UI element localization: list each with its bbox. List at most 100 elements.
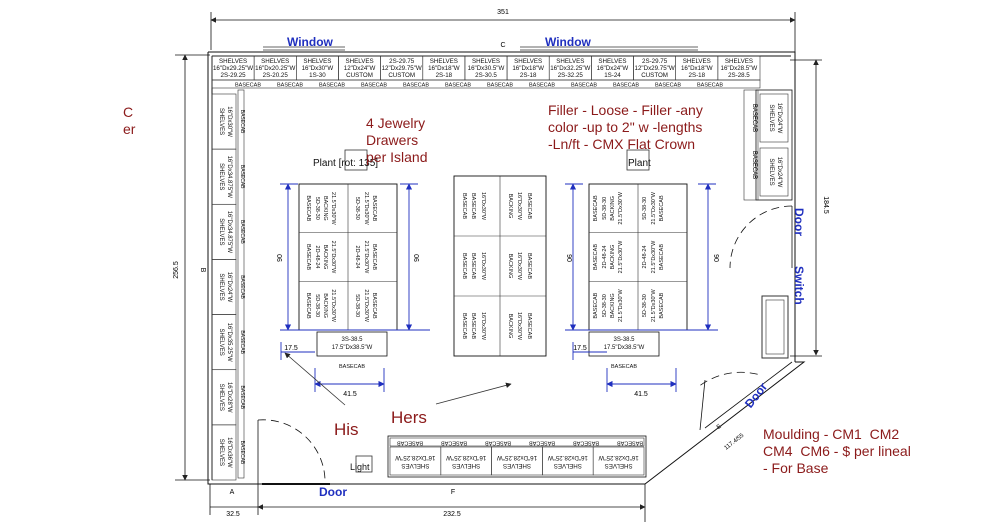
bottom-basecab-label: BASECAB [485, 440, 511, 446]
dimension-left [175, 54, 210, 481]
top-shelf-line2: 16"Dx24"W [597, 65, 629, 72]
bottom-shelf-line2: 16"Dx28.25"W [598, 454, 638, 461]
light-label: Light [350, 462, 370, 472]
left-shelf-line1: SHELVES [218, 218, 224, 245]
island-cab-code-left: 5D-38-30 [314, 294, 320, 317]
dimension-bottom-label: 232.5 [443, 511, 461, 518]
top-shelf-line3: 2S-18 [689, 72, 706, 79]
top-shelf-line1: SHELVES [345, 58, 373, 65]
island-end-shelf [588, 331, 660, 357]
island-cab-size-left: 21.5"Dx30"W [618, 191, 624, 224]
center-basecab-left: BASECAB [461, 313, 467, 339]
right-shelf-line2: 16"Dx24"W [776, 157, 782, 188]
island-cab-size-right: 21.5"Dx30"W [363, 289, 369, 322]
island-cab-code-left: 2D-48-24 [314, 246, 320, 269]
left-shelf-line2: 16"Dx35.25"W [226, 323, 232, 362]
right-basecab-label-1: BASECAB [751, 104, 757, 132]
bottom-shelf-line2: 16"Dx28.25"W [497, 454, 537, 461]
top-shelf-line1: SHELVES [472, 58, 500, 65]
island-backing-left: BACKING [322, 293, 328, 318]
moulding-note: Moulding - CM1 CM2 CM4 CM6 - $ per linea… [763, 426, 911, 476]
left-shelf-line1: SHELVES [218, 329, 224, 356]
top-basecab-label: BASECAB [361, 83, 387, 89]
wall-letter-left: B [199, 268, 206, 273]
island-cab-size-right: 21.5"Dx30"W [363, 192, 369, 225]
his-label: His [334, 420, 359, 439]
center-basecab-right: BASECAB [526, 313, 532, 339]
left-shelf-line2: 16"Dx30"W [226, 106, 232, 137]
center-basecab-left-b: BASECAB [470, 253, 476, 279]
left-shelf-line1: SHELVES [218, 384, 224, 411]
plant-left-label: Plant [rot: 135] [313, 158, 379, 169]
island-basecab-left: BASECAB [305, 244, 311, 270]
island-basecab-right: BASECAB [371, 195, 377, 221]
center-size-right: 16"Dx30"W [516, 312, 522, 341]
door-bottom-swing [257, 419, 330, 485]
bottom-shelf-frame [387, 435, 647, 478]
center-backing-right: BACKING [507, 314, 513, 339]
island-cab-code-right: 5D-38-30 [642, 294, 648, 317]
center-size-right: 16"Dx30"W [516, 252, 522, 281]
island-cab-code-left: 5D-38-30 [314, 197, 320, 220]
top-shelf-line1: SHELVES [683, 58, 711, 65]
center-basecab-left: BASECAB [461, 253, 467, 279]
hers-arrow [435, 382, 512, 405]
top-shelf-line3: CUSTOM [641, 72, 668, 79]
top-basecab-label: BASECAB [445, 83, 471, 89]
left-basecab-label: BASECAB [239, 165, 245, 189]
light-symbol [355, 455, 373, 473]
island-basecab-left: BASECAB [593, 195, 599, 221]
door-bottom-label: Door [319, 485, 347, 499]
top-basecab-label: BASECAB [487, 83, 513, 89]
island-cab-code-left: 2D-48-24 [602, 246, 608, 269]
right-shelf-unit [759, 93, 789, 143]
island-backing-left: BACKING [610, 245, 616, 270]
island-dimensions [280, 183, 718, 392]
island-cab-code-right: 2D-48-24 [354, 246, 360, 269]
island-end-code: 3S-38.5 [613, 337, 635, 343]
top-shelf-line1: SHELVES [514, 58, 542, 65]
dimension-bottom-left-label: 32.5 [226, 511, 240, 518]
plant-right-label: Plant [628, 158, 651, 169]
island-cab-size-right: 21.5"Dx30"W [363, 241, 369, 274]
island-end-shelf [316, 331, 388, 357]
bottom-shelves-row: 16"Dx28.25"WSHELVES16"Dx28.25"WSHELVES16… [387, 435, 647, 478]
center-size-right: 16"Dx30"W [516, 192, 522, 221]
door-diagonal-swing [699, 361, 793, 431]
bottom-basecab-label: BASECAB [441, 440, 467, 446]
island-end-basecab: BASECAB [611, 364, 637, 370]
top-shelf-line2: 16"Dx32.25"W [550, 65, 590, 72]
dimension-diagonal-label: 117.4/55 [724, 432, 746, 451]
left-shelf-line1: SHELVES [218, 439, 224, 466]
top-shelf-line2: 16"Dx28.5"W [721, 65, 758, 72]
door-right-label: Door [792, 208, 806, 236]
island-cab-size-left: 21.5"Dx30"W [330, 289, 336, 322]
filler-note: Filler - Loose - Filler -any color -up t… [548, 102, 703, 152]
island-cab-code-left: 5D-38-30 [602, 294, 608, 317]
window-right-label: Window [545, 35, 591, 49]
left-basecab-label: BASECAB [239, 275, 245, 299]
bottom-shelf-line1: SHELVES [452, 462, 480, 469]
top-shelf-line2: 12"Dx29.75"W [635, 65, 675, 72]
left-shelf-line1: SHELVES [218, 163, 224, 190]
top-shelf-line1: 2S-29.75 [642, 58, 668, 65]
island-cab-size-right: 21.5"Dx30"W [651, 289, 657, 322]
island-basecab-left: BASECAB [305, 195, 311, 221]
center-backing-right: BACKING [507, 194, 513, 219]
left-basecab-label: BASECAB [239, 220, 245, 244]
top-shelf-line2: 16"Dx18"W [428, 65, 460, 72]
island-basecab-right: BASECAB [371, 293, 377, 319]
right-shelf-line1: SHELVES [768, 158, 774, 185]
island-right-length-a: 90 [565, 254, 572, 262]
island-cab-code-right: 2D-48-24 [642, 246, 648, 269]
center-size-left: 16"Dx30"W [480, 312, 486, 341]
top-shelf-line2: 16"Dx18"W [681, 65, 713, 72]
top-shelf-line1: SHELVES [598, 58, 626, 65]
island-cab-size-left: 21.5"Dx30"W [330, 241, 336, 274]
top-basecab-strip [211, 79, 761, 89]
top-shelf-line3: 2S-30.5 [475, 72, 497, 79]
island-basecab-left: BASECAB [305, 293, 311, 319]
